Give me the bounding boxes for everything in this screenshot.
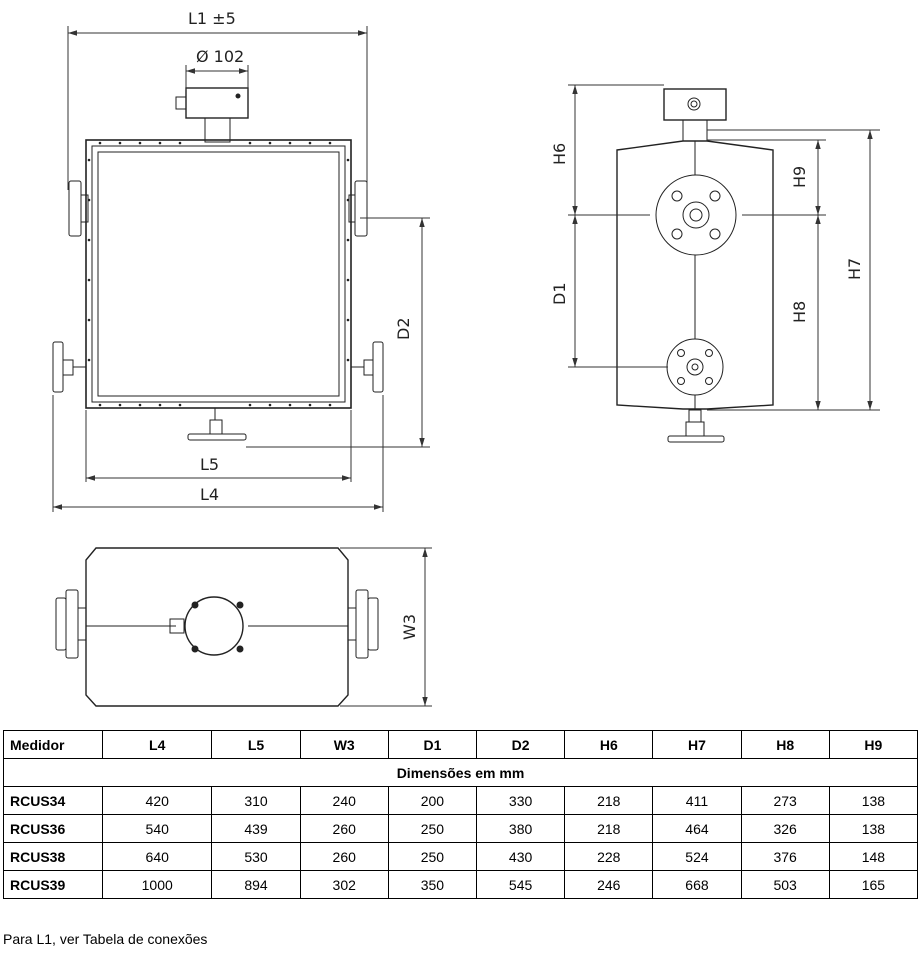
side-view	[616, 88, 774, 443]
col-header: W3	[299, 730, 389, 759]
footnote: Para L1, ver Tabela de conexões	[3, 931, 208, 947]
table-cell: 260	[299, 842, 389, 871]
col-header: Medidor	[3, 730, 103, 759]
top-view	[55, 547, 379, 707]
table-cell: 260	[299, 814, 389, 843]
table-row: RCUS34 420 310 240 200 330 218 411 273 1…	[3, 786, 919, 815]
table-header-row: Medidor L4 L5 W3 D1 D2 H6 H7 H8 H9	[3, 730, 919, 759]
col-header: L4	[101, 730, 213, 759]
table-cell: 218	[564, 814, 654, 843]
table-cell: 302	[299, 870, 389, 899]
dim-label-l5: L5	[200, 455, 219, 474]
table-cell: 430	[475, 842, 566, 871]
table-cell: 200	[387, 786, 478, 815]
top-dimensions	[340, 547, 432, 707]
model-cell: RCUS36	[3, 814, 103, 843]
table-cell: 165	[828, 870, 919, 899]
table-cell: 148	[828, 842, 919, 871]
dim-label-h9: H9	[790, 166, 809, 188]
dim-label-phi: Ø 102	[196, 47, 244, 66]
col-header: D1	[387, 730, 478, 759]
units-row: Dimensões em mm	[3, 758, 918, 787]
table-cell: 310	[211, 786, 301, 815]
table-cell: 228	[564, 842, 654, 871]
dim-label-h6: H6	[550, 143, 569, 165]
table-cell: 545	[475, 870, 566, 899]
units-label: Dimensões em mm	[3, 758, 918, 787]
table-cell: 464	[652, 814, 742, 843]
table-cell: 380	[475, 814, 566, 843]
col-header: H7	[652, 730, 742, 759]
table-cell: 376	[740, 842, 830, 871]
table-row: RCUS39 1000 894 302 350 545 246 668 503 …	[3, 870, 919, 899]
table-cell: 530	[211, 842, 301, 871]
model-cell: RCUS39	[3, 870, 103, 899]
table-cell: 138	[828, 814, 919, 843]
front-view	[52, 87, 384, 441]
dim-label-h8: H8	[790, 301, 809, 323]
table-cell: 524	[652, 842, 742, 871]
table-cell: 218	[564, 786, 654, 815]
dim-label-h7: H7	[845, 258, 864, 280]
table-cell: 326	[740, 814, 830, 843]
col-header: H9	[828, 730, 919, 759]
table-cell: 240	[299, 786, 389, 815]
table-cell: 1000	[101, 870, 213, 899]
table-cell: 350	[387, 870, 478, 899]
table-cell: 439	[211, 814, 301, 843]
table-cell: 411	[652, 786, 742, 815]
technical-drawing: L1 ±5 Ø 102 D2 L5 L4	[52, 9, 880, 707]
table-cell: 540	[101, 814, 213, 843]
dimensions-table: Medidor L4 L5 W3 D1 D2 H6 H7 H8 H9 Dimen…	[3, 730, 919, 899]
table-cell: 503	[740, 870, 830, 899]
table-cell: 668	[652, 870, 742, 899]
dim-label-d1: D1	[550, 283, 569, 306]
table-cell: 420	[101, 786, 213, 815]
col-header: L5	[211, 730, 301, 759]
front-dimensions	[52, 26, 430, 512]
model-cell: RCUS34	[3, 786, 103, 815]
dim-label-l1: L1 ±5	[188, 9, 236, 28]
col-header: H8	[740, 730, 830, 759]
table-cell: 250	[387, 842, 478, 871]
model-cell: RCUS38	[3, 842, 103, 871]
table-cell: 330	[475, 786, 566, 815]
col-header: H6	[564, 730, 654, 759]
col-header: D2	[475, 730, 566, 759]
table-cell: 250	[387, 814, 478, 843]
dim-label-l4: L4	[200, 485, 219, 504]
table-row: RCUS36 540 439 260 250 380 218 464 326 1…	[3, 814, 919, 843]
table-cell: 138	[828, 786, 919, 815]
dim-label-w3: W3	[400, 614, 419, 640]
table-cell: 640	[101, 842, 213, 871]
table-cell: 894	[211, 870, 301, 899]
side-dimensions	[568, 84, 880, 411]
table-row: RCUS38 640 530 260 250 430 228 524 376 1…	[3, 842, 919, 871]
table-cell: 246	[564, 870, 654, 899]
dim-label-d2: D2	[394, 318, 413, 341]
table-cell: 273	[740, 786, 830, 815]
